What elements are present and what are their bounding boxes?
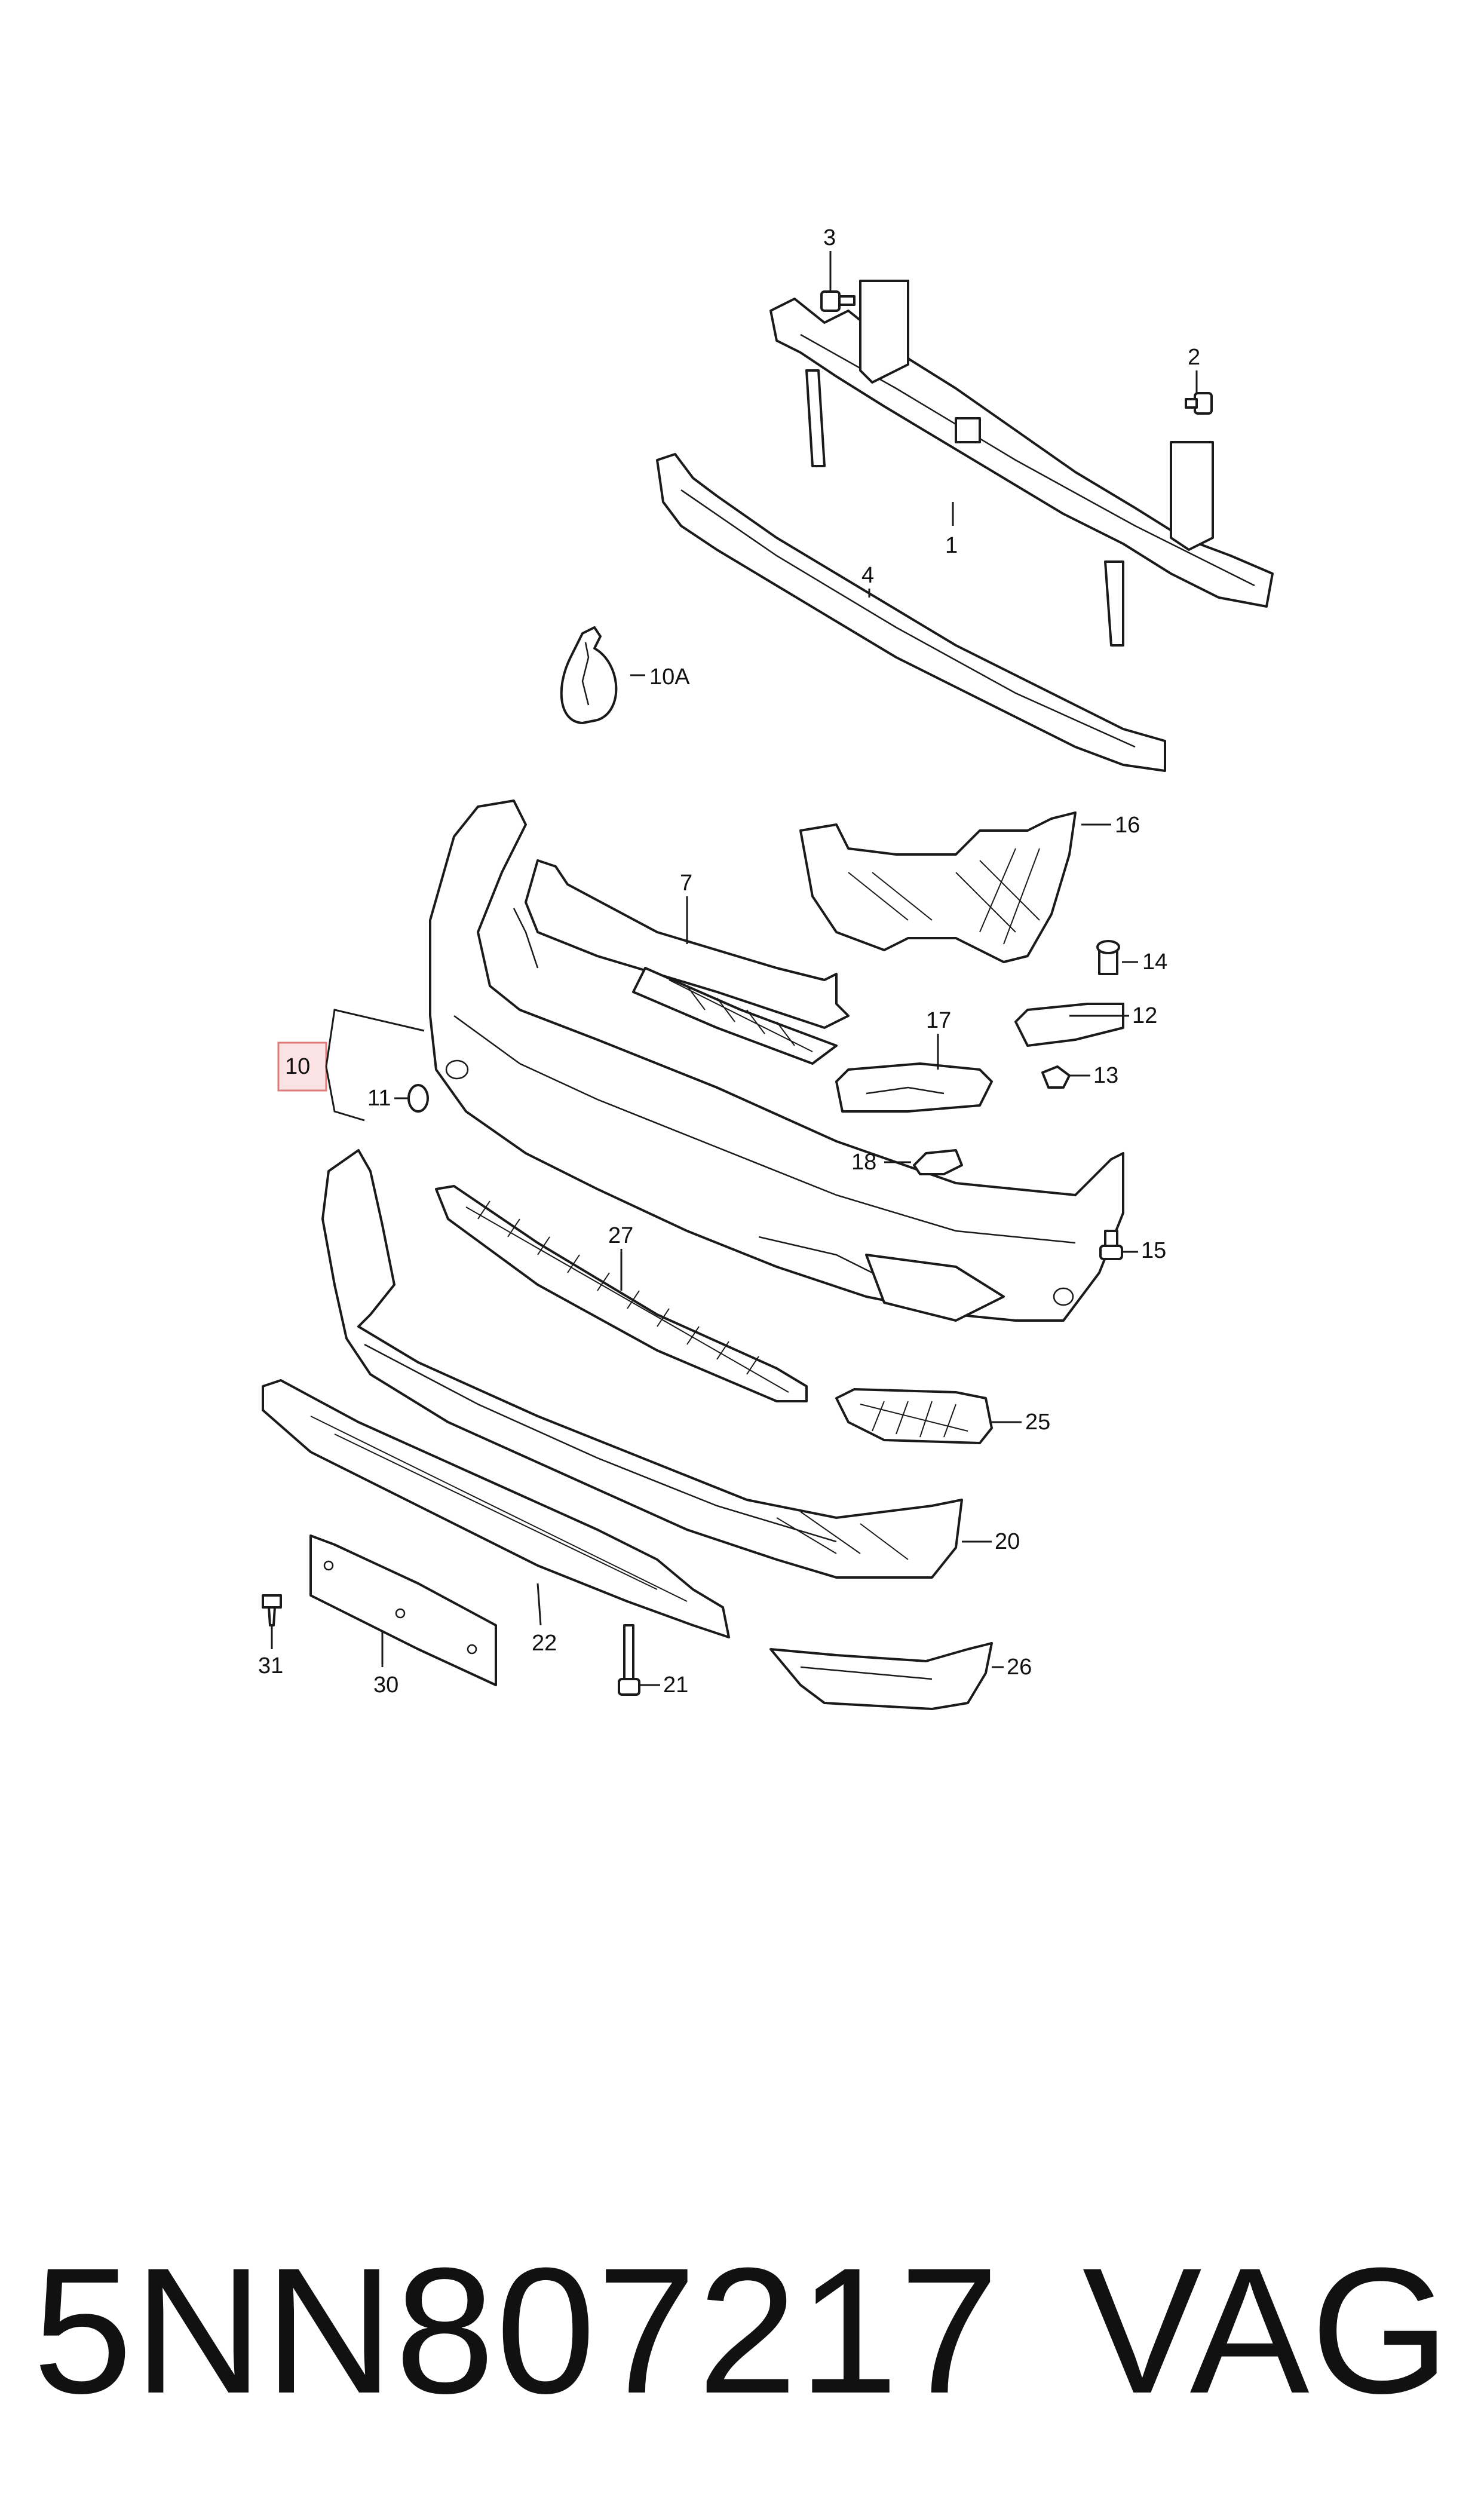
part-trim-26: [769, 1642, 993, 1710]
callout-4: 4: [861, 563, 874, 588]
callout-31: 31: [258, 1653, 283, 1678]
part-bag-10a: [560, 626, 618, 724]
part-bumper-carrier: [769, 280, 1274, 647]
callout-10a: 10A: [649, 664, 690, 690]
callout-16: 16: [1115, 813, 1140, 838]
callout-30: 30: [373, 1672, 398, 1698]
callout-12: 12: [1132, 1003, 1157, 1028]
part-bumper-cover: [429, 799, 1124, 1322]
part-rivet-31: [262, 1594, 282, 1626]
callout-10: 10: [285, 1054, 310, 1079]
part-lower-grille-27: [435, 1185, 808, 1402]
callout-17: 17: [926, 1008, 951, 1033]
part-bracket-12: [1014, 1003, 1124, 1047]
part-spoiler-20: [321, 1149, 963, 1579]
callout-2: 2: [1188, 345, 1200, 370]
leader-lines: [271, 251, 1198, 1686]
callout-21: 21: [663, 1672, 688, 1698]
callout-20: 20: [995, 1529, 1020, 1554]
callout-15: 15: [1141, 1238, 1166, 1263]
part-bolt-15: [1099, 1230, 1123, 1260]
part-skid-22: [262, 1379, 730, 1638]
highlight-box: [277, 1041, 327, 1092]
exploded-parts-diagram: 1 2 3 4 10A 7 10 11 16 14 12 13 17 18 15…: [258, 225, 1274, 1710]
callout-25: 25: [1025, 1410, 1050, 1435]
part-holder-17: [835, 1062, 993, 1113]
brand-name: VAG: [1082, 2230, 1451, 2431]
callout-18: 18: [851, 1150, 876, 1175]
callout-26: 26: [1007, 1655, 1032, 1680]
callout-1: 1: [945, 533, 958, 558]
callout-22: 22: [532, 1631, 557, 1656]
part-plate-holder-30: [309, 1534, 497, 1686]
part-impact-absorber: [656, 453, 1166, 772]
callout-14: 14: [1142, 949, 1167, 975]
part-bolt-21: [618, 1624, 640, 1696]
callout-13: 13: [1093, 1063, 1118, 1088]
part-bracket-16: [799, 811, 1077, 963]
part-bolt-3: [820, 290, 856, 312]
part-fog-grille-25: [835, 1388, 993, 1444]
part-nut-13: [1041, 1065, 1071, 1089]
callout-11: 11: [367, 1086, 391, 1111]
part-number: 5NN807217: [33, 2230, 1001, 2431]
part-plug-11: [407, 1084, 429, 1113]
callout-3: 3: [823, 225, 836, 250]
part-clip-14: [1096, 940, 1120, 975]
callout-27: 27: [608, 1223, 633, 1248]
part-cap-18: [913, 1149, 963, 1175]
part-bolt-2: [1185, 392, 1213, 415]
footer: 5NN807217 VAG: [0, 2211, 1484, 2462]
callout-7: 7: [680, 871, 692, 896]
